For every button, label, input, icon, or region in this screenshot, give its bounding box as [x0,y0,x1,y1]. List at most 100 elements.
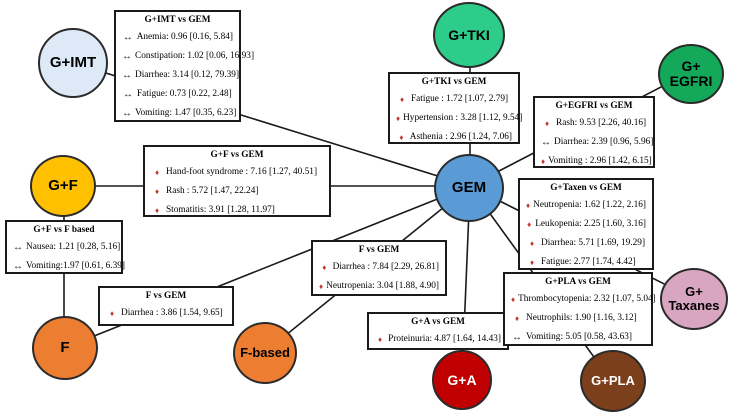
node-f-based: F-based [233,322,297,384]
effect-text: Rash : 5.72 [1.47, 22.24] [166,186,259,196]
effect-row: ♦Vomiting : 2.96 [1.42, 6.15] [541,152,652,171]
node-g-tki: G+TKI [433,2,505,68]
increase-marker-icon: ♦ [396,114,401,123]
effect-row: ♦Neutropenia: 1.62 [1.22, 2.16] [526,196,646,215]
no-difference-arrow-icon: ↔ [122,108,132,119]
effect-row: ♦ Fatigue: 2.77 [1.74, 4.42] [526,253,646,272]
effect-text: Diarrhea: 5.71 [1.69, 19.29] [541,238,646,248]
effect-row: ♦ Stomatitis: 3.91 [1.28, 11.97] [151,201,323,220]
node-g-imt: G+IMT [38,28,108,98]
effect-row: ↔Vomiting:1.97 [0.61, 6.39] [13,257,125,276]
effect-row: ↔ Vomiting: 5.05 [0.58, 43.63] [511,328,645,347]
box-g-imt-vs-gem: G+IMT vs GEM↔Anemia: 0.96 [0.16, 5.84]↔C… [114,10,254,123]
no-difference-arrow-icon: ↔ [122,51,132,62]
box-g-egfri-vs-gem: G+EGFRI vs GEM ♦ Rash: 9.53 [2.26, 40.16] ↔… [533,96,655,168]
effect-row: ♦Diarrhea : 3.86 [1.54, 9.65] [106,304,226,323]
effect-row: ♦Diarrhea : 7.84 [2.29, 26.81] [319,258,439,277]
box-g-pla-vs-gem: G+PLA vs GEM♦Thrombocytopenia: 2.32 [1.0… [503,272,656,347]
box-g-a-vs-gem: G+A vs GEM ♦ Proteinuria: 4.87 [1.64, 14.4… [367,312,509,350]
box-title: G+F vs F based [33,225,95,235]
effect-row: ♦ Rash: 9.53 [2.26, 40.16] [541,114,647,133]
node-gem: GEM [434,154,504,222]
node-g-f-label: G+F [48,177,78,195]
effect-text: Leukopenia: 2.25 [1.60, 3.16] [535,219,646,229]
increase-marker-icon: ♦ [511,295,516,304]
increase-marker-icon: ♦ [529,239,535,248]
increase-marker-icon: ♦ [529,258,535,267]
effect-row: ♦ Neutrophils: 1.90 [1.16, 3.12] [511,309,645,328]
increase-marker-icon: ♦ [514,314,520,323]
effect-row: ♦ Proteinuria: 4.87 [1.64, 14.43] [375,330,501,349]
effect-row: ↔Anemia: 0.96 [0.16, 5.84] [122,28,233,47]
box-title: F vs GEM [145,291,187,301]
box-f-vs-gem: F vs GEM ♦Diarrhea : 3.86 [1.54, 9.65] [98,286,234,326]
no-difference-arrow-icon: ↔ [122,32,133,43]
no-difference-arrow-icon: ↔ [13,242,23,253]
effect-text: Vomiting: 5.05 [0.58, 43.63] [526,332,632,342]
effect-row: ♦ Hand-foot syndrome : 7.16 [1.27, 40.51] [151,163,323,182]
effect-text: Fatigue: 2.77 [1.74, 4.42] [541,257,636,267]
effect-row: ♦ Diarrhea: 5.71 [1.69, 19.29] [526,234,646,253]
effect-text: Anemia: 0.96 [0.16, 5.84] [136,32,233,42]
node-g-egfri-label: G+ EGFRI [669,58,713,89]
no-difference-arrow-icon: ↔ [122,70,132,81]
effect-text: Asthenia : 2.96 [1.24, 7.06] [409,132,512,142]
no-difference-arrow-icon: ↔ [541,137,551,148]
effect-row: ↔Nausea: 1.21 [0.28, 5.16] [13,238,120,257]
effect-text: Vomiting:1.97 [0.61, 6.39] [26,261,125,271]
effect-text: Neutropenia: 3.04 [1.88, 4.90] [326,281,439,291]
node-f-based-label: F-based [240,345,290,361]
node-g-egfri: G+ EGFRI [658,44,724,104]
effect-text: Vomiting: 1.47 [0.35, 6.23] [135,108,237,118]
box-title: G+EGFRI vs GEM [555,101,633,111]
effect-row: ↔Vomiting: 1.47 [0.35, 6.23] [122,104,237,123]
effect-row: ♦Hypertension : 3.28 [1.12, 9.54] [396,109,522,128]
effect-text: Diarrhea: 2.39 [0.96, 5.96] [554,137,654,147]
effect-text: Proteinuria: 4.87 [1.64, 14.43] [388,334,501,344]
effect-row: ♦ Rash : 5.72 [1.47, 22.24] [151,182,323,201]
box-g-tki-vs-gem: G+TKI vs GEM♦Fatigue : 1.72 [1.07, 2.79]… [388,72,522,144]
box-title: G+A vs GEM [411,317,465,327]
increase-marker-icon: ♦ [544,119,550,128]
increase-marker-icon: ♦ [322,263,327,272]
effect-text: Vomiting : 2.96 [1.42, 6.15] [548,156,652,166]
effect-text: Neutropenia: 1.62 [1.22, 2.16] [533,200,646,210]
node-g-imt-label: G+IMT [49,54,97,72]
increase-marker-icon: ♦ [378,335,383,344]
no-difference-arrow-icon: ↔ [512,332,522,343]
effect-text: Hand-foot syndrome : 7.16 [1.27, 40.51] [166,167,318,177]
effect-row: ♦Thrombocytopenia: 2.32 [1.07, 5.04] [511,290,656,309]
node-f-label: F [60,339,70,357]
box-title: G+F vs GEM [210,150,264,160]
node-g-taxanes: G+ Taxanes [660,268,728,330]
increase-marker-icon: ♦ [319,282,324,291]
increase-marker-icon: ♦ [399,95,405,104]
node-g-pla: G+PLA [580,350,646,412]
increase-marker-icon: ♦ [154,206,160,215]
increase-marker-icon: ♦ [399,133,404,142]
node-g-f: G+F [30,155,96,217]
increase-marker-icon: ♦ [154,168,160,177]
box-title: G+Taxen vs GEM [550,183,622,193]
effect-text: Diarrhea: 3.14 [0.12, 79.39] [135,70,240,80]
effect-text: Fatigue: 0.73 [0.22, 2.48] [137,89,232,99]
effect-text: Rash: 9.53 [2.26, 40.16] [556,118,647,128]
no-difference-arrow-icon: ↔ [13,261,23,272]
increase-marker-icon: ♦ [154,187,160,196]
effect-row: ♦ Fatigue : 1.72 [1.07, 2.79] [396,90,512,109]
effect-row: ↔Fatigue: 0.73 [0.22, 2.48] [122,85,233,104]
effect-text: Stomatitis: 3.91 [1.28, 11.97] [166,205,275,215]
effect-row: ♦Neutropenia: 3.04 [1.88, 4.90] [319,277,439,296]
node-g-a-label: G+A [447,371,477,388]
effect-text: Fatigue : 1.72 [1.07, 2.79] [411,94,509,104]
node-gem-label: GEM [451,179,487,197]
node-f: F [32,316,98,380]
increase-marker-icon: ♦ [109,309,115,318]
increase-marker-icon: ♦ [527,220,532,229]
box-g-f-vs-f-based: G+F vs F based ↔Nausea: 1.21 [0.28, 5.16]… [5,220,125,276]
node-g-taxanes-label: G+ Taxanes [668,284,720,313]
effect-text: Hypertension : 3.28 [1.12, 9.54] [403,113,523,123]
effect-text: Neutrophils: 1.90 [1.16, 3.12] [526,313,637,323]
box-g-f-vs-gem: G+F vs GEM ♦ Hand-foot syndrome : 7.16 [1.… [143,145,331,217]
